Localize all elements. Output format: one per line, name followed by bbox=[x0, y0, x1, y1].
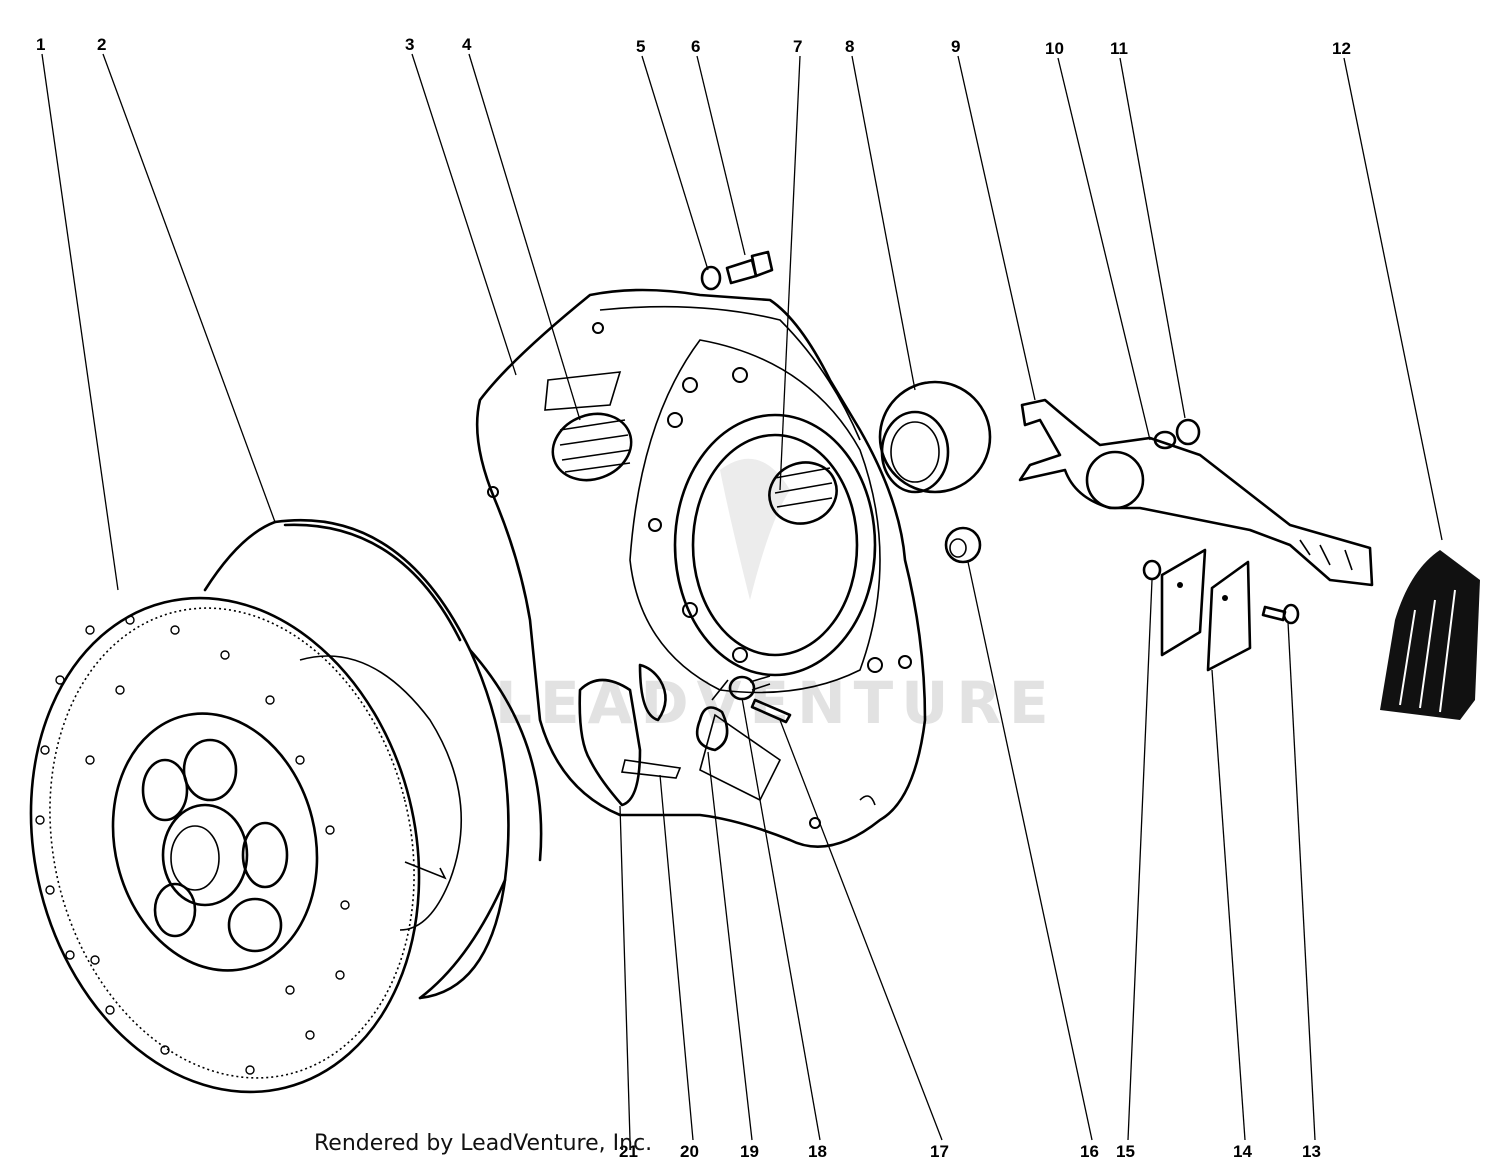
part-10-washer bbox=[1153, 430, 1177, 450]
watermark: LEADVENTURE bbox=[495, 458, 1057, 737]
part-11-pin bbox=[1175, 418, 1201, 446]
callout-18: 18 bbox=[808, 1142, 827, 1161]
part-6-bolt bbox=[725, 250, 774, 285]
callout-4: 4 bbox=[462, 35, 472, 54]
part-9-release-fork bbox=[1018, 398, 1374, 587]
part-16-nut bbox=[944, 526, 982, 564]
part-14-plate bbox=[1160, 548, 1252, 672]
callout-3: 3 bbox=[405, 35, 414, 54]
callout-21: 21 bbox=[619, 1142, 638, 1161]
part-7-pressure-spring bbox=[768, 461, 838, 525]
part-21-boot bbox=[578, 678, 642, 807]
callout-8: 8 bbox=[845, 37, 854, 56]
leader-lines bbox=[41, 53, 1443, 1141]
callout-17: 17 bbox=[930, 1142, 949, 1161]
callout-14: 14 bbox=[1233, 1142, 1252, 1161]
part-15-nut bbox=[1142, 559, 1162, 581]
callout-labels: 1 2 3 4 5 6 7 8 9 10 11 12 13 14 15 16 1… bbox=[36, 35, 1351, 1161]
callout-12: 12 bbox=[1332, 39, 1351, 58]
disc-rivet-holes bbox=[35, 615, 350, 1075]
callout-11: 11 bbox=[1110, 39, 1128, 58]
callout-13: 13 bbox=[1302, 1142, 1321, 1161]
callout-20: 20 bbox=[680, 1142, 699, 1161]
callout-15: 15 bbox=[1116, 1142, 1135, 1161]
callout-2: 2 bbox=[97, 35, 106, 54]
part-5-lock-washer bbox=[700, 265, 722, 291]
part-1-clutch-disc bbox=[29, 596, 421, 1094]
callout-10: 10 bbox=[1045, 39, 1064, 58]
disc-damper-springs bbox=[141, 738, 289, 953]
part-20-clip bbox=[621, 663, 682, 779]
callout-5: 5 bbox=[636, 37, 645, 56]
part-3-clutch-housing bbox=[475, 288, 927, 848]
part-4-pressure-spring bbox=[551, 412, 633, 482]
part-13-screw bbox=[1261, 603, 1300, 625]
part-12-shims bbox=[1380, 550, 1480, 720]
callout-7: 7 bbox=[793, 37, 802, 56]
callout-16: 16 bbox=[1080, 1142, 1099, 1161]
callout-9: 9 bbox=[951, 37, 960, 56]
part-8-release-bearing bbox=[878, 380, 992, 494]
credit-text: Rendered by LeadVenture, Inc. bbox=[314, 1131, 653, 1156]
callout-6: 6 bbox=[691, 37, 700, 56]
watermark-text: LEADVENTURE bbox=[495, 669, 1057, 737]
part-2-pressure-plate bbox=[203, 518, 543, 1000]
part-19-spring bbox=[695, 679, 729, 752]
callout-1: 1 bbox=[36, 35, 45, 54]
callout-19: 19 bbox=[740, 1142, 759, 1161]
part-17-pin bbox=[750, 698, 792, 724]
